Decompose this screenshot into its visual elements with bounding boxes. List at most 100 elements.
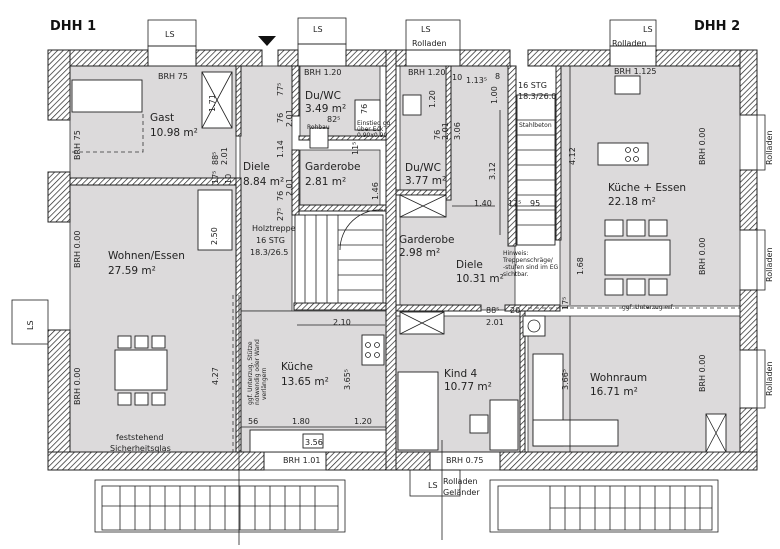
entrance-marker-icon	[258, 36, 276, 46]
dimensions: 1.71 88⁵ 2.01 10 17⁵ 2.50 77⁵ 76 2.01 1.…	[208, 66, 585, 452]
rolladen-label: Rolladen	[765, 130, 774, 165]
bed	[397, 371, 439, 451]
beam-note: verlängern	[261, 367, 268, 400]
brh-label: BRH 1.20	[408, 68, 445, 77]
dimension: 1.68	[576, 257, 585, 275]
dimension: 3.56	[305, 438, 323, 447]
stair-label: 18.3/26.0	[518, 92, 556, 101]
hatch-note: 0.90x0.90	[357, 132, 387, 139]
dimension: 1.71	[208, 94, 217, 112]
dining-table	[604, 239, 671, 276]
stair-label: 16 STG	[518, 81, 547, 90]
brh-label: BRH 0.00	[698, 355, 707, 392]
dimension: 1.40	[474, 199, 492, 208]
brh-label: BRH 0.75	[446, 456, 483, 465]
room-name: Gast	[150, 112, 174, 124]
dimension: 27⁵	[276, 208, 285, 221]
brh-label: BRH 1.01	[283, 456, 320, 465]
room-area: 10.31 m²	[456, 273, 504, 285]
room-area: 3.49 m²	[305, 103, 346, 115]
kitchen-island	[597, 142, 649, 166]
dimension: 1.80	[292, 417, 310, 426]
dimension: 2.10	[333, 318, 351, 327]
dimension: 17⁵	[211, 171, 220, 184]
ls-label: LS	[421, 25, 431, 34]
room-name: Garderobe	[399, 234, 454, 246]
room-name: Wohnraum	[590, 372, 647, 384]
beam-note: notwendig oder Wand	[254, 339, 261, 405]
rolladen-label: Rolladen	[765, 247, 774, 282]
rohbau-note: Rohbau	[307, 124, 330, 131]
brh-label: BRH 0.00	[73, 231, 82, 268]
room-area: 22.18 m²	[608, 196, 656, 208]
ls-label: LS	[428, 481, 438, 490]
dimension: 3.65⁵	[343, 369, 352, 390]
dimension: 76	[433, 130, 442, 140]
dimension: 4.12	[568, 147, 577, 165]
rolladen-label: Rolladen	[412, 39, 447, 48]
dimension: 1.13⁵	[466, 76, 487, 85]
dimension: 2.50	[210, 227, 219, 245]
ls-label: LS	[165, 30, 175, 39]
room-name: Garderobe	[305, 161, 360, 173]
beam-note: ggf. Unterzug erf.	[622, 304, 674, 311]
dimension: 1.46	[371, 182, 380, 200]
room-name: Diele	[456, 259, 483, 271]
house-label-dhh2: DHH 2	[694, 19, 740, 34]
dimension: 88⁵	[486, 306, 499, 315]
dimension: 82⁵	[327, 115, 340, 124]
hinweis-note: -stufen sind im EG	[503, 264, 558, 271]
brh-label: BRH 75	[158, 72, 188, 81]
rolladen-label: Rolladen	[612, 39, 647, 48]
room-area: 3.77 m²	[405, 175, 446, 187]
room-area: 10.98 m²	[150, 127, 198, 139]
gelaender-label: Geländer	[443, 488, 480, 497]
stair-label: Holztreppe	[252, 224, 296, 233]
glass-note: Sicherheitsglas	[110, 444, 171, 453]
walls	[47, 49, 758, 471]
dimension: 88⁵	[211, 152, 220, 165]
brh-label: BRH 0.00	[698, 128, 707, 165]
hatch-note: Einstieg gg	[357, 120, 391, 127]
room-area: 10.77 m²	[444, 381, 492, 393]
hinweis-note: Treppenschräge/	[502, 257, 554, 264]
dimension: 95	[530, 199, 540, 208]
ls-label: LS	[313, 25, 323, 34]
dimension: 3.66⁵	[561, 369, 570, 390]
room-name: Küche	[281, 361, 313, 373]
room-name: Du/WC	[405, 162, 441, 174]
dimension: 17⁵	[508, 199, 521, 208]
room-area: 8.84 m²	[243, 176, 284, 188]
room-name: Wohnen/Essen	[108, 250, 185, 262]
dimension: 1.14	[276, 140, 285, 158]
room-area: 2.98 m²	[399, 247, 440, 259]
room-area: 16.71 m²	[590, 386, 638, 398]
dining-table	[114, 349, 168, 391]
dimension: 2.01	[441, 122, 450, 140]
dimension: 10	[224, 174, 233, 184]
stove	[361, 334, 385, 366]
room-name: Küche + Essen	[608, 182, 686, 194]
brh-label: BRH 75	[73, 130, 82, 160]
dimension: 56	[248, 417, 258, 426]
room-name: Du/WC	[305, 90, 341, 102]
ls-label: LS	[26, 320, 35, 330]
brh-label: BRH 1.20	[304, 68, 341, 77]
dimension: 10	[452, 73, 462, 82]
dimension: 76	[360, 104, 369, 114]
dimension: 1.20	[354, 417, 372, 426]
balconies	[94, 295, 719, 545]
brh-label: BRH 0.00	[73, 368, 82, 405]
glass-note: feststehend	[116, 433, 163, 442]
stair-label: 16 STG	[256, 236, 285, 245]
hinweis-note: Hinweis:	[503, 250, 528, 257]
room-area: 13.65 m²	[281, 376, 329, 388]
dimension: 4.27	[211, 367, 220, 385]
dimension: 8	[495, 72, 500, 81]
bed	[71, 79, 143, 113]
staircases	[294, 94, 556, 304]
brh-label: BRH 1.125	[614, 67, 657, 76]
stair-label: Stahlbeton	[519, 122, 552, 129]
house-label-dhh1: DHH 1	[50, 19, 96, 34]
